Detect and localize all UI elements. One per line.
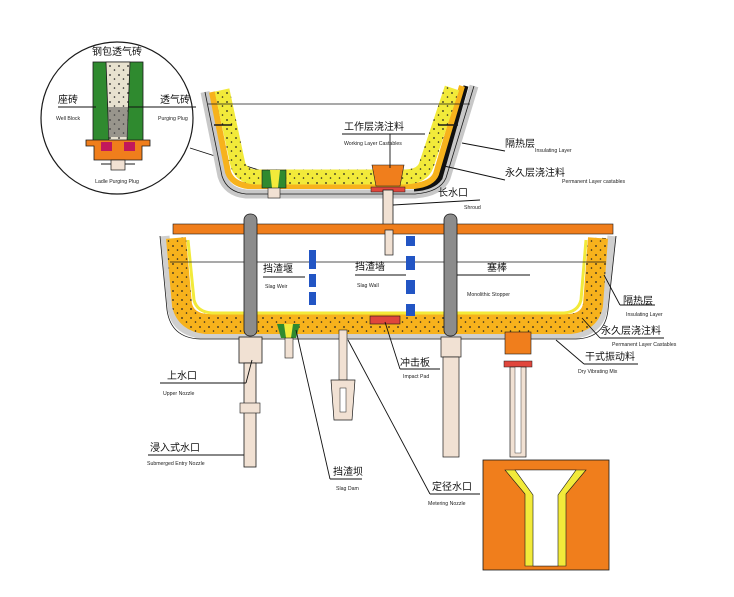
purging-plug-en-label: Purging Plug	[158, 116, 188, 122]
impact-pad-en-label: Impact Pad	[403, 374, 429, 380]
stopper-left	[243, 213, 258, 337]
ladle-permanent-en-label: Permanent Layer castables	[562, 179, 626, 185]
ladle-insulating-zh-label: 隔热层	[505, 137, 535, 150]
metering-zh-label: 定径水口	[432, 480, 472, 493]
stopper-en-label: Monolithic Stopper	[467, 292, 510, 298]
slag-dam-en-label: Slag Dam	[336, 486, 359, 492]
stopper-zh-label: 塞棒	[487, 261, 507, 274]
tundish-insulating-en-label: Insulating Layer	[626, 312, 663, 318]
impact-pad-shape	[369, 315, 401, 325]
metering-tube-shape	[442, 356, 460, 458]
slag-dam-zh-label: 挡渣坝	[333, 465, 363, 478]
sen-shape	[243, 362, 257, 468]
metering-nozzle-detail	[482, 459, 610, 571]
inset-title: 钢包透气砖	[92, 45, 142, 58]
purging-plug-zh-label: 透气砖	[160, 93, 190, 106]
upper-nozzle-left	[238, 336, 263, 364]
slag-wall-shape	[406, 236, 415, 316]
tundish-permanent-zh-label: 永久层浇注料	[601, 324, 661, 337]
tundish-permanent-en-label: Permanent Layer Castables	[612, 342, 677, 348]
shroud-en-label: Shroud	[464, 205, 481, 211]
stopper-right	[443, 213, 458, 337]
upper-nozzle-zh-label: 上水口	[167, 370, 197, 382]
ladle: 工作层浇注料 Working Layer Castables 隔热层 Insul…	[200, 84, 626, 231]
slag-weir-shape	[309, 250, 316, 305]
dry-mix-zh-label: 干式振动料	[585, 350, 635, 363]
well-block-zh-label: 座砖	[58, 93, 78, 106]
tundish-insulating-zh-label: 隔热层	[623, 294, 653, 307]
impact-pad-zh-label: 冲击板	[400, 356, 430, 369]
working-layer-en-label: Working Layer Castables	[344, 141, 402, 147]
tundish: 挡渣堰 Slag Weir 挡渣墙 Slag Wall 塞棒 Monolithi…	[147, 213, 677, 571]
working-layer-zh-label: 工作层浇注料	[344, 120, 404, 133]
ladle-insulating-en-label: Insulating Layer	[535, 148, 572, 154]
metering-en-label: Metering Nozzle	[428, 501, 466, 507]
well-block-en-label: Well Block	[56, 116, 81, 122]
ladle-purging-plug-label: Ladle Purging Plug	[95, 179, 139, 185]
ladle-permanent-zh-label: 永久层浇注料	[505, 166, 565, 179]
slag-wall-zh-label: 挡渣墙	[355, 260, 385, 273]
sen-en-label: Submerged Entry Nozzle	[147, 461, 205, 467]
slag-wall-en-label: Slag Wall	[357, 283, 379, 289]
slag-weir-en-label: Slag Weir	[265, 284, 288, 290]
purging-plug-inset: 钢包透气砖 座砖 Well Block 透气砖 Purging Plug Lad…	[40, 41, 196, 195]
sen-zh-label: 浸入式水口	[150, 441, 200, 454]
shroud-zh-label: 长水口	[438, 187, 468, 199]
slag-weir-zh-label: 挡渣堰	[263, 262, 293, 275]
upper-nozzle-en-label: Upper Nozzle	[163, 391, 195, 397]
dry-mix-en-label: Dry Vibrating Mix	[578, 369, 618, 375]
